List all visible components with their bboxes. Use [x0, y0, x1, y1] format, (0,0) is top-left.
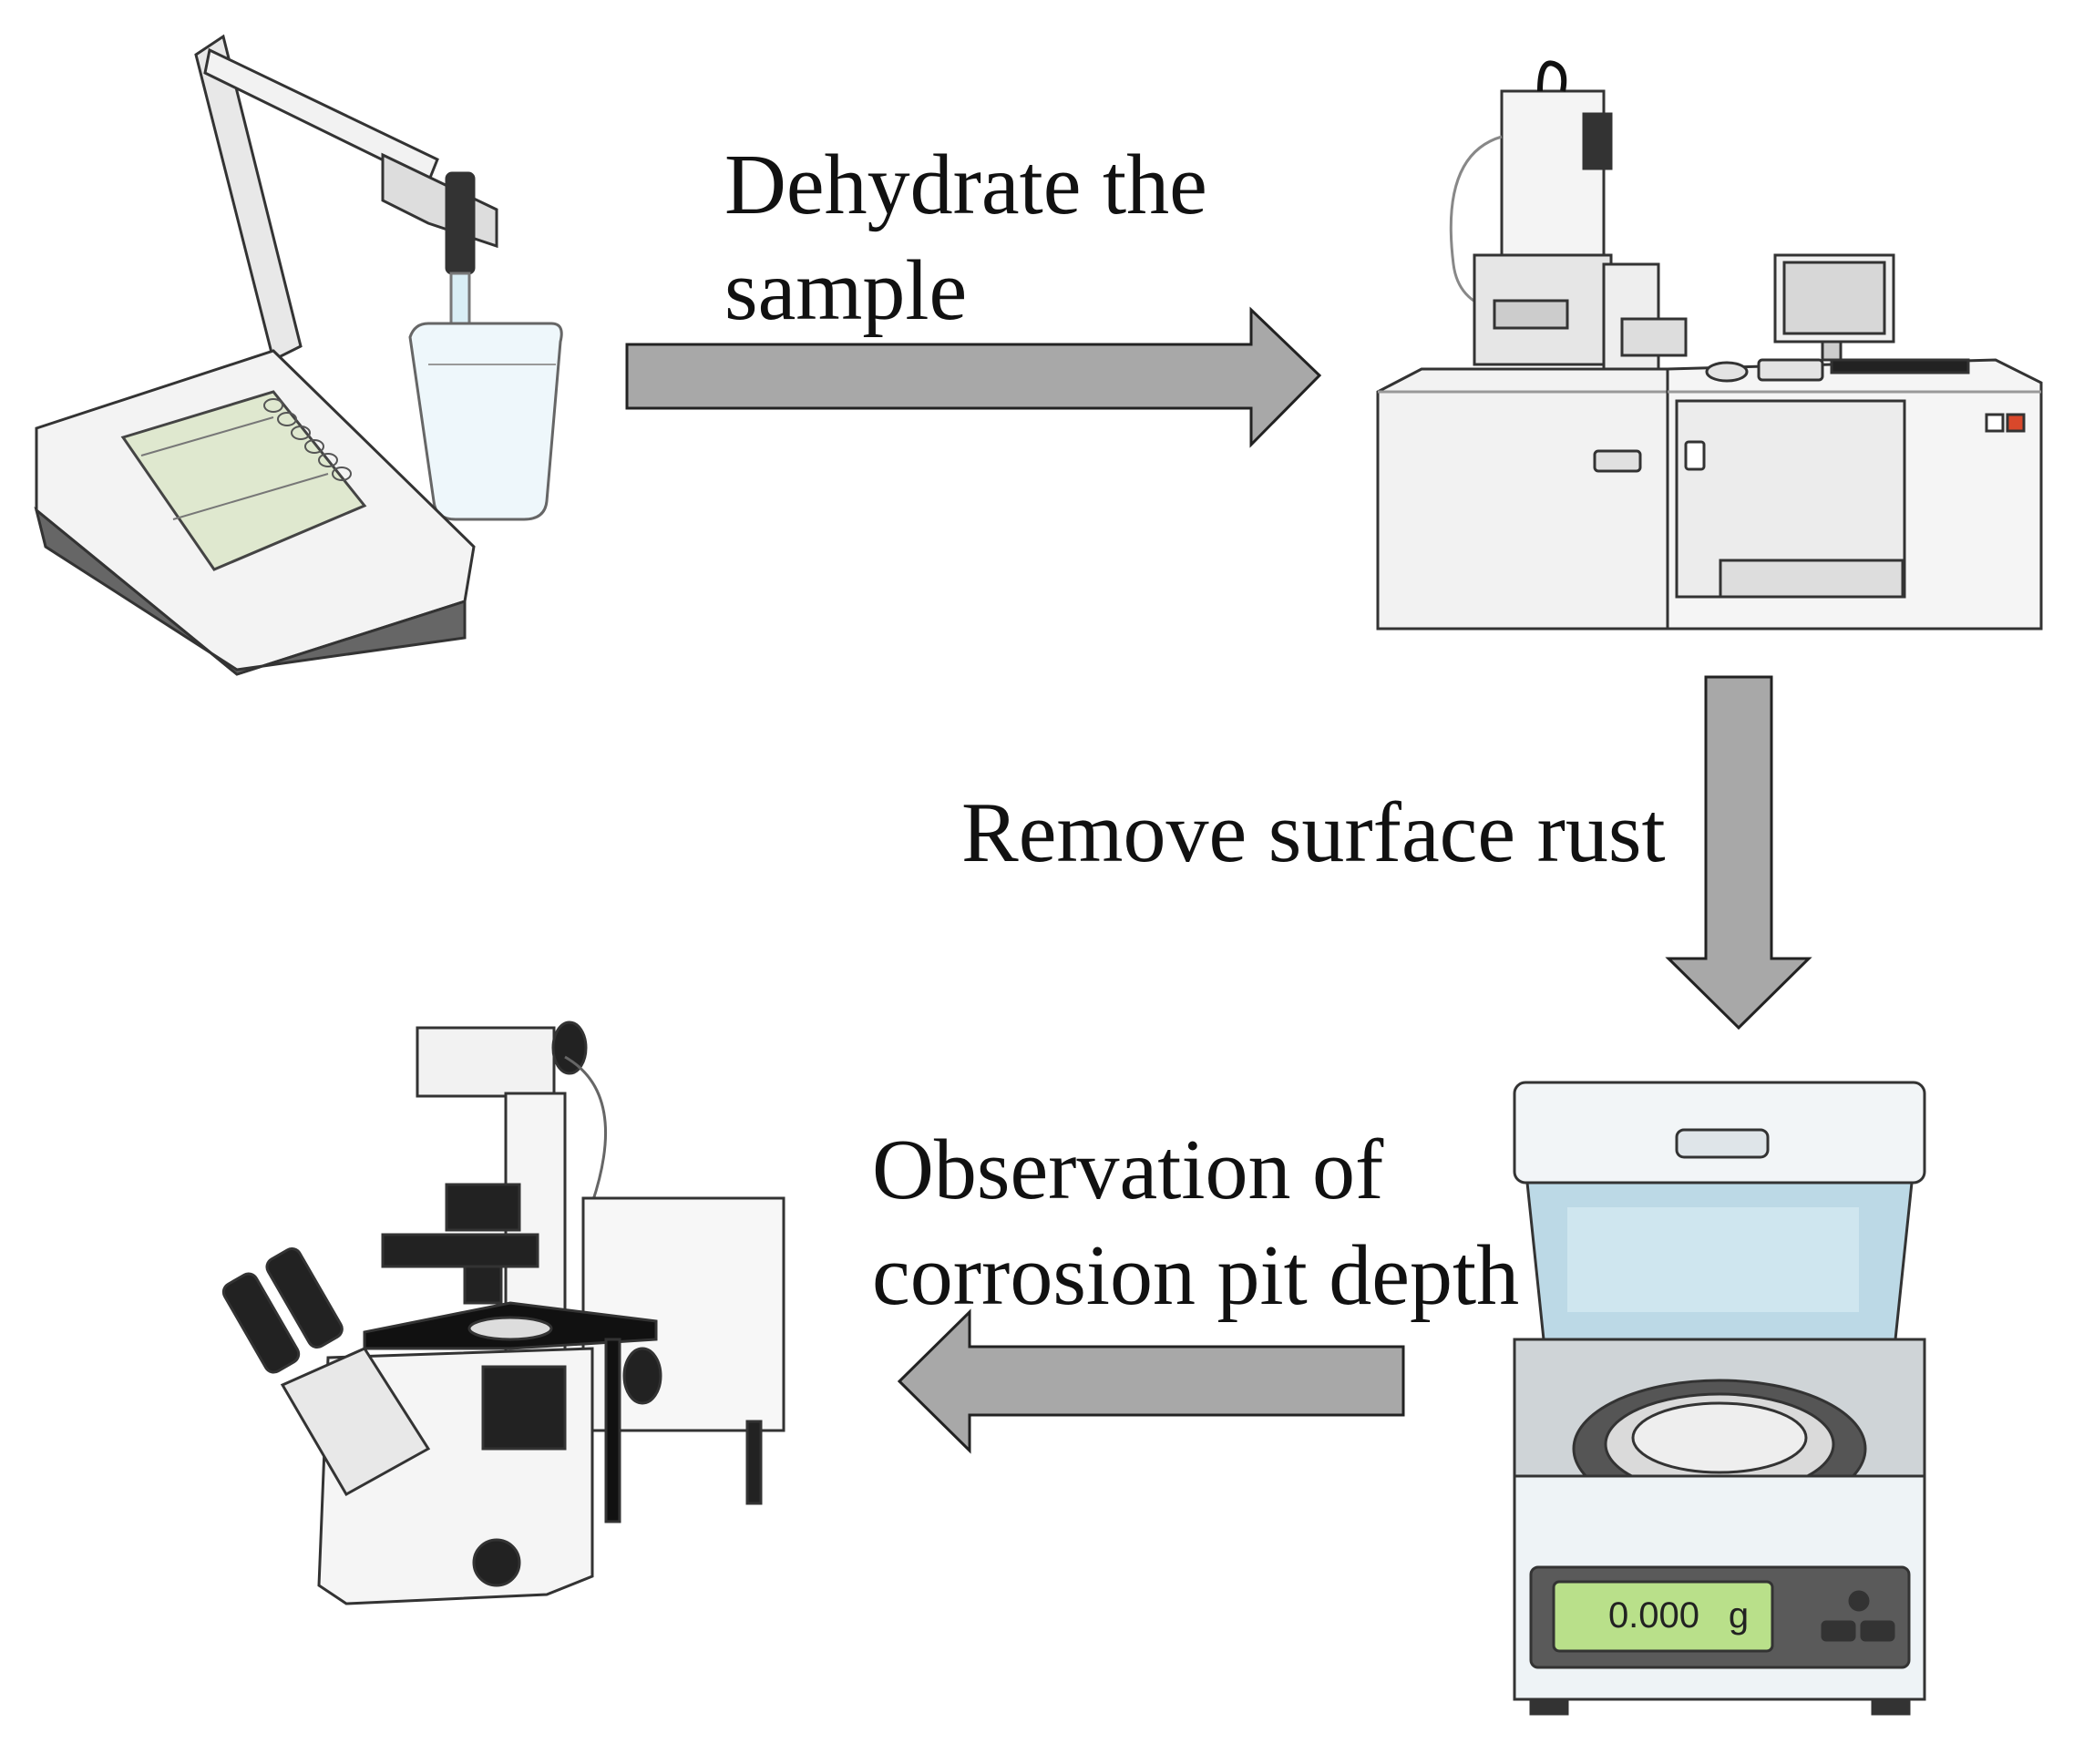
step-label-dehydrate: Dehydrate the sample: [724, 132, 1207, 344]
step-label-observation: Observation of corrosion pit depth: [872, 1117, 1519, 1328]
inverted-microscope-icon: [221, 1020, 785, 1605]
arrow-down: [1665, 675, 1812, 1031]
step3-line2: corrosion pit depth: [872, 1228, 1520, 1323]
balance-unit: g: [1729, 1595, 1749, 1636]
arrow-left: [897, 1308, 1405, 1454]
balance-display: [1552, 1580, 1774, 1653]
balance-reading: 0.000: [1608, 1595, 1699, 1636]
step-label-remove-rust: Remove surface rust: [961, 780, 1666, 886]
step3-line1: Observation of: [872, 1123, 1384, 1217]
step1-line1: Dehydrate the: [724, 138, 1207, 232]
electron-microscope-icon: [1376, 60, 2043, 631]
step1-line2: sample: [724, 243, 968, 338]
ph-meter-icon: [34, 34, 563, 676]
step2-line1: Remove surface rust: [961, 785, 1666, 880]
analytical-balance-icon: 0.000 g: [1513, 1081, 1926, 1716]
arrow-right-1: [625, 306, 1322, 448]
